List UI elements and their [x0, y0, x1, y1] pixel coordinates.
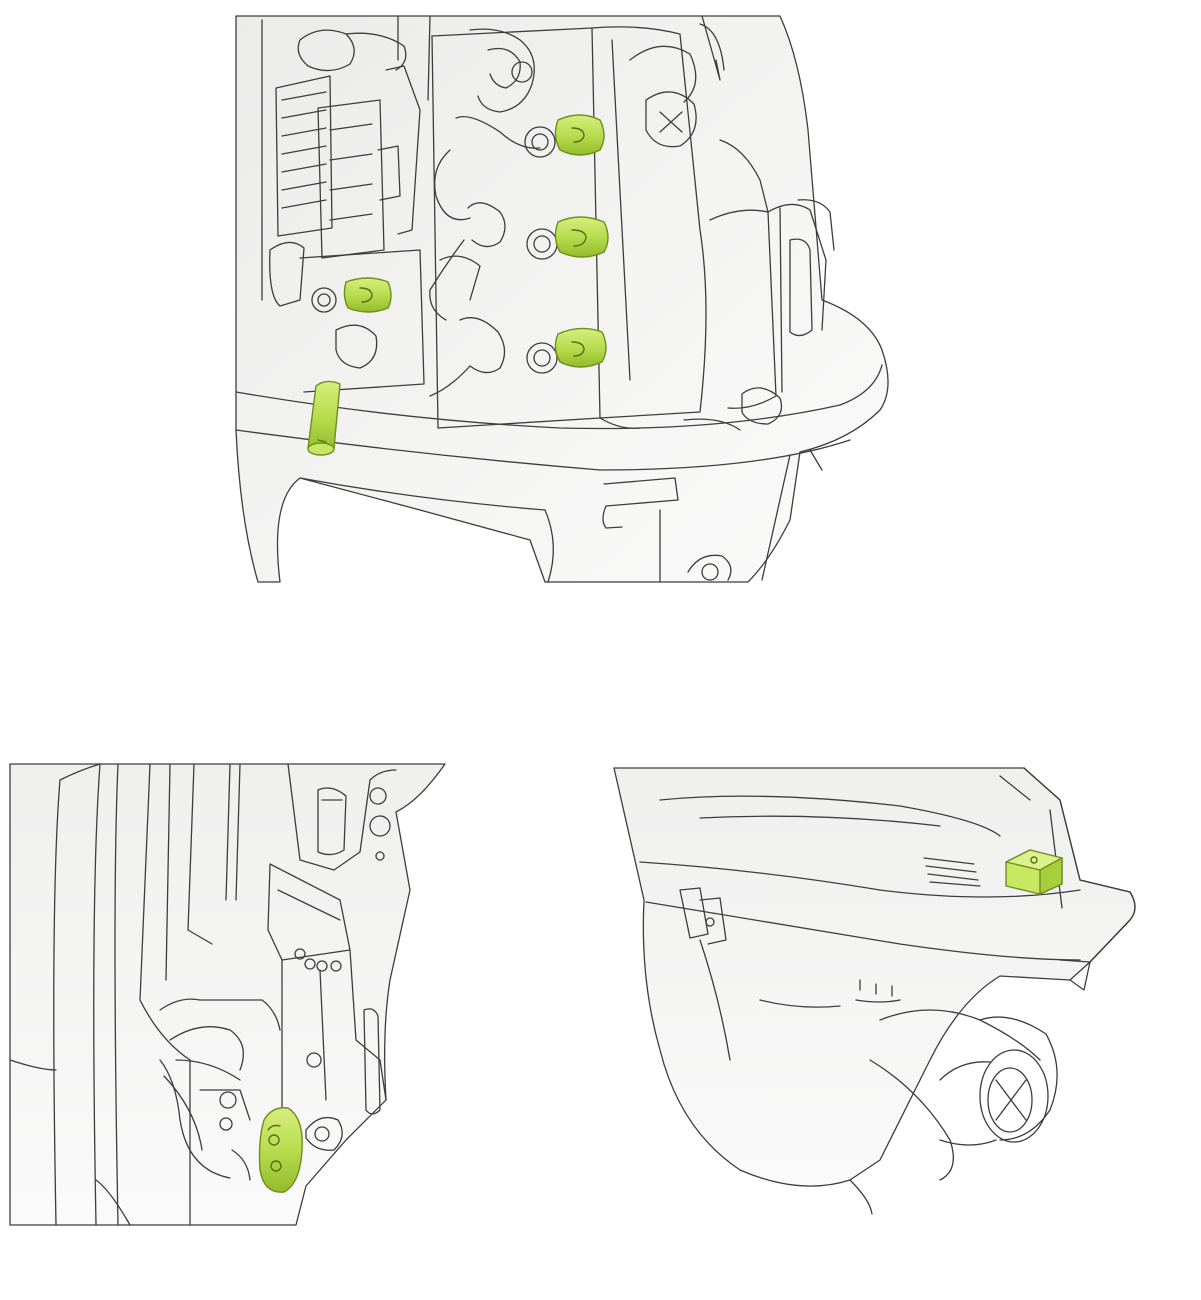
sacrificial-anode-icon	[258, 1107, 303, 1193]
sacrificial-anode-icon	[343, 277, 392, 313]
engine-powerhead-icon	[235, 15, 889, 583]
sacrificial-anode-icon	[554, 216, 609, 258]
mounting-bracket-icon	[9, 763, 446, 1226]
sacrificial-anode-icon	[554, 327, 607, 368]
sacrificial-anode-icon	[554, 114, 605, 156]
gearcase-lower-unit-icon	[613, 767, 1136, 1215]
sacrificial-anode-icon	[1005, 849, 1063, 895]
sacrificial-anode-icon	[307, 380, 341, 456]
